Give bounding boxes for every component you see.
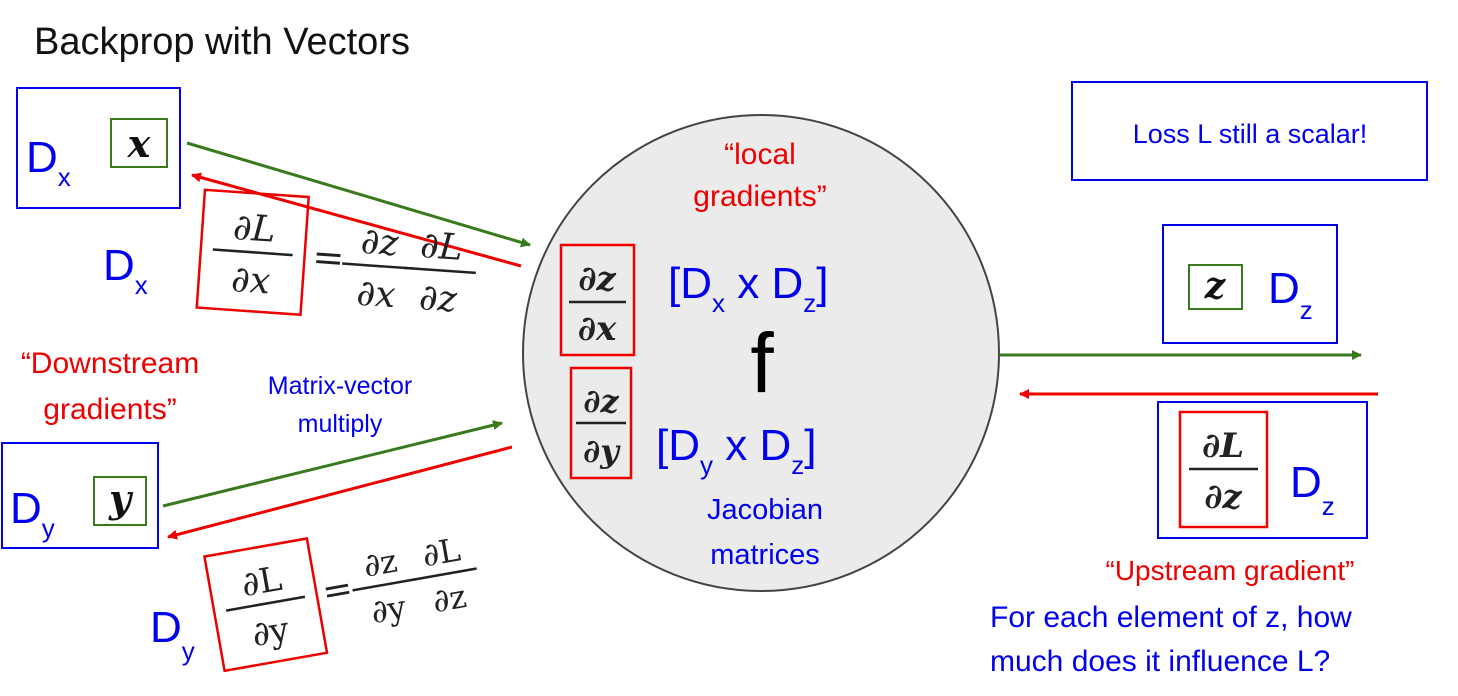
grad-x-lhs-num: ∂L — [232, 207, 277, 251]
jac-x-dims-c: x D — [725, 259, 803, 308]
input-x-dim-sub: x — [58, 162, 71, 192]
svg-text:Dz: Dz — [1290, 458, 1335, 521]
grad-y-lhs-num: ∂L — [238, 559, 285, 605]
upstream-den: ∂z — [1204, 477, 1242, 517]
grad-y-dim: D — [150, 603, 182, 652]
jacobian-line-2: matrices — [710, 539, 820, 571]
jac-x-den: ∂x — [578, 309, 617, 349]
loss-note: Loss L still a scalar! — [1071, 81, 1428, 181]
function-node-circle — [522, 114, 1000, 592]
input-y-dim: D — [10, 484, 42, 533]
grad-x-r1-den: ∂x — [355, 273, 397, 317]
svg-text:Dy: Dy — [10, 484, 55, 543]
slide-title: Backprop with Vectors — [34, 21, 410, 63]
svg-text:[Dy x Dz]: [Dy x Dz] — [656, 421, 816, 480]
output-z-node: z Dz — [1162, 224, 1338, 344]
grad-y-r2-den: ∂z — [430, 577, 469, 620]
local-line-1: “local — [724, 138, 796, 171]
downstream-label: “Downstream gradients” — [21, 347, 199, 426]
grad-x-equals: = — [311, 235, 346, 281]
node-name: f — [750, 316, 774, 410]
grad-x-r2-num: ∂L — [419, 225, 464, 269]
grad-y-dim-sub: y — [182, 636, 195, 666]
forward-arrow-x — [186, 141, 531, 248]
svg-text:Dx: Dx — [103, 241, 148, 300]
jac-y-dims-e: ] — [804, 421, 816, 470]
jac-y-den: ∂y — [583, 432, 621, 470]
upstream-question-line-2: much does it influence L? — [990, 645, 1330, 678]
matvec-line-1: Matrix-vector — [268, 372, 412, 400]
jac-y-dims-a: [D — [656, 421, 700, 470]
grad-x-dim: D — [103, 241, 135, 290]
jac-y-dims-c: x D — [713, 421, 791, 470]
backward-arrow-y — [167, 445, 513, 540]
output-z-dim-sub: z — [1300, 295, 1313, 325]
grad-x-r1-num: ∂z — [360, 221, 401, 265]
matvec-label: Matrix-vector multiply — [268, 372, 412, 438]
local-gradients-label: “local gradients” — [693, 138, 826, 213]
jacobian-y: ∂z ∂y [Dy x Dz] — [569, 366, 816, 480]
jacobian-x: ∂z ∂x [Dx x Dz] — [559, 243, 828, 357]
upstream-dim: D — [1290, 458, 1322, 507]
grad-x-lhs-den: ∂x — [230, 259, 272, 303]
input-x-var: x — [127, 121, 152, 166]
jacobian-matrices-label: Jacobian matrices — [707, 494, 823, 571]
svg-text:Dz: Dz — [1268, 264, 1313, 325]
backward-arrow-x — [191, 172, 522, 268]
gradient-x-group: Dx ∂L ∂x = ∂z ∂x ∂L ∂z — [103, 188, 476, 321]
upstream-gradient-node: ∂L ∂z Dz — [1157, 401, 1368, 539]
output-z-var: z — [1204, 265, 1227, 307]
grad-x-r2-den: ∂z — [418, 277, 459, 321]
jac-y-dims-b: y — [700, 450, 713, 480]
forward-arrow-y — [162, 420, 503, 508]
svg-text:Dx: Dx — [26, 133, 71, 192]
jac-x-dims-b: x — [712, 288, 725, 318]
jac-y-num: ∂z — [583, 382, 619, 420]
input-y-dim-sub: y — [42, 513, 55, 543]
svg-text:[Dx x Dz]: [Dx x Dz] — [668, 259, 828, 318]
matvec-line-2: multiply — [298, 410, 383, 438]
jac-y-dims-d: z — [791, 450, 804, 480]
upstream-gradient-label: “Upstream gradient” — [1106, 555, 1355, 586]
downstream-line-1: “Downstream — [21, 347, 199, 380]
input-x-dim: D — [26, 133, 58, 182]
jac-x-num: ∂z — [578, 259, 616, 299]
input-x-node: Dx x — [16, 87, 181, 209]
downstream-line-2: gradients” — [43, 393, 176, 426]
grad-y-equals: = — [319, 568, 356, 614]
jac-x-dims-a: [D — [668, 259, 712, 308]
grad-y-r2-num: ∂L — [419, 530, 463, 574]
loss-note-text: Loss L still a scalar! — [1133, 119, 1368, 149]
output-z-dim: D — [1268, 264, 1300, 313]
grad-x-dim-sub: x — [135, 270, 148, 300]
jacobian-line-1: Jacobian — [707, 494, 823, 526]
grad-y-r1-num: ∂z — [361, 542, 400, 585]
svg-text:Dy: Dy — [150, 603, 195, 666]
local-line-2: gradients” — [693, 180, 826, 213]
grad-y-lhs-den: ∂y — [249, 609, 293, 655]
gradient-y-group: Dy ∂L ∂y = ∂z ∂y ∂L ∂z — [150, 530, 477, 673]
jac-x-dims-e: ] — [816, 259, 828, 308]
upstream-num: ∂L — [1202, 426, 1244, 466]
upstream-question-line-1: For each element of z, how — [990, 601, 1352, 634]
jac-x-dims-d: z — [803, 288, 816, 318]
input-y-node: Dy y — [1, 442, 159, 549]
grad-y-r1-den: ∂y — [368, 588, 409, 631]
upstream-question: For each element of z, how much does it … — [990, 601, 1352, 678]
input-y-var: y — [108, 476, 134, 521]
upstream-dim-sub: z — [1322, 491, 1335, 521]
